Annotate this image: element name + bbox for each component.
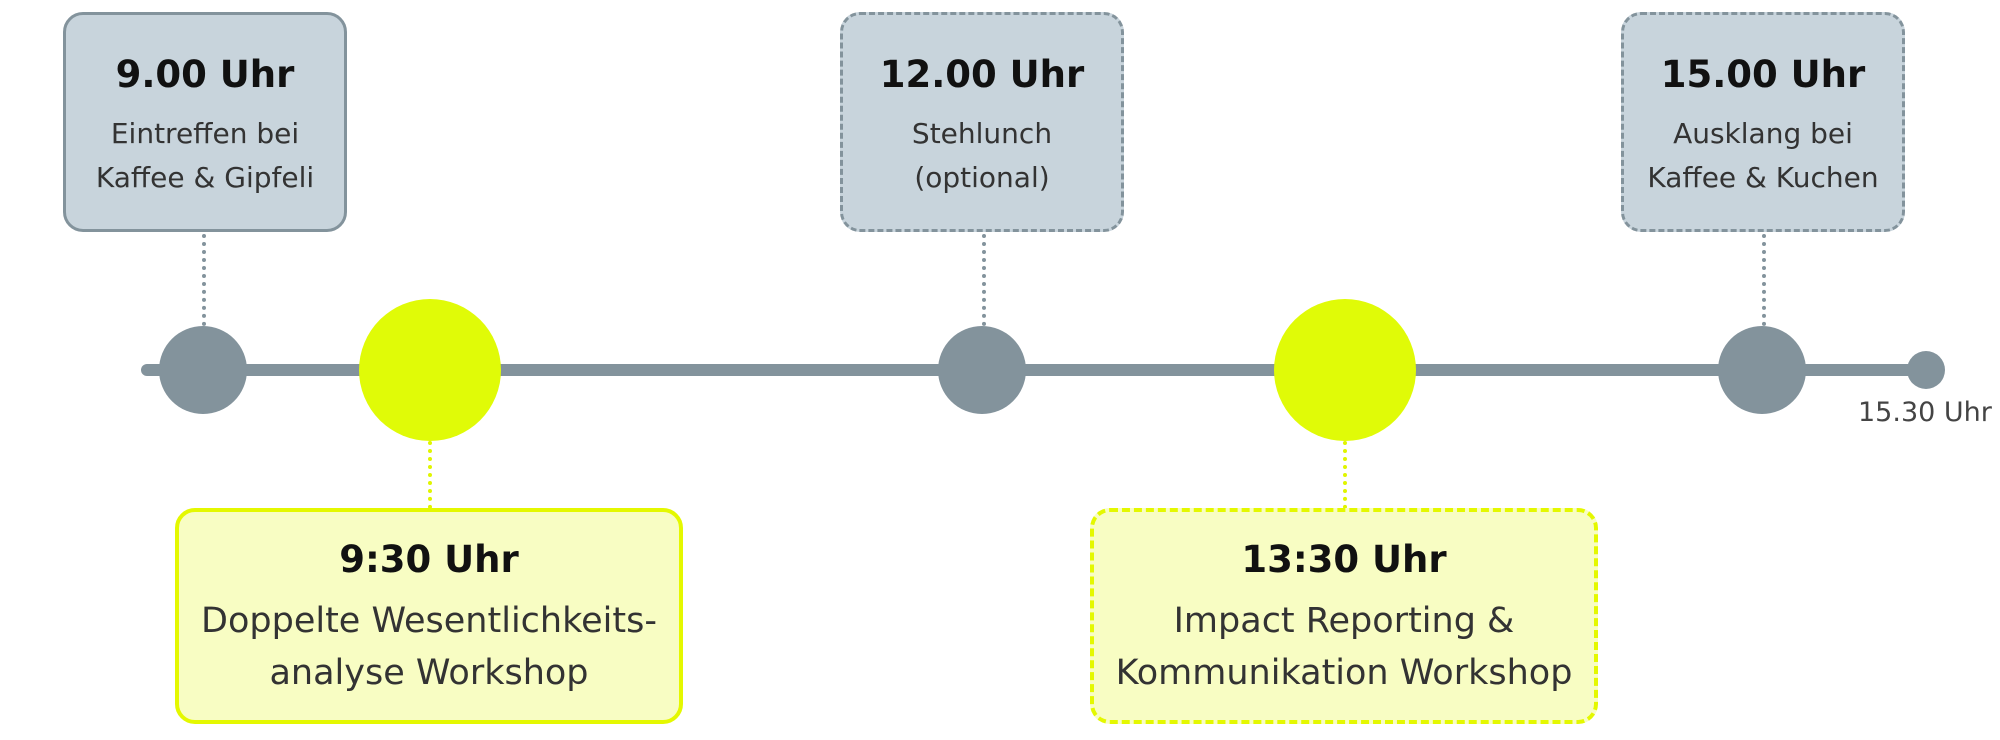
event-time: 12.00 Uhr (879, 53, 1085, 96)
connector-2 (428, 441, 432, 509)
event-time: 15.00 Uhr (1660, 53, 1866, 96)
timeline-dot-1500 (1718, 326, 1806, 414)
connector-4 (1343, 441, 1347, 509)
event-description: Impact Reporting & Kommunikation Worksho… (1115, 601, 1573, 693)
event-description: Stehlunch (optional) (911, 117, 1053, 194)
connector-5 (1762, 234, 1766, 326)
event-time: 13:30 Uhr (1241, 538, 1447, 581)
event-card-1500: 15.00 Uhr Ausklang bei Kaffee & Kuchen (1621, 12, 1905, 232)
timeline-dot-0900 (159, 326, 247, 414)
timeline-dot-1330 (1274, 299, 1416, 441)
end-time-label: 15.30 Uhr (1858, 397, 1992, 428)
event-description: Ausklang bei Kaffee & Kuchen (1647, 117, 1879, 194)
event-card-1200: 12.00 Uhr Stehlunch (optional) (840, 12, 1124, 232)
timeline-end-dot (1907, 351, 1945, 389)
timeline-dot-0930 (359, 299, 501, 441)
event-description: Doppelte Wesentlichkeits- analyse Worksh… (201, 601, 657, 693)
timeline-dot-1200 (938, 326, 1026, 414)
event-card-0900: 9.00 Uhr Eintreffen bei Kaffee & Gipfeli (63, 12, 347, 232)
timeline-line (141, 364, 1927, 376)
event-time: 9.00 Uhr (115, 53, 295, 96)
event-time: 9:30 Uhr (339, 538, 519, 581)
connector-3 (982, 234, 986, 326)
event-card-1330: 13:30 Uhr Impact Reporting & Kommunikati… (1090, 508, 1598, 724)
event-card-0930: 9:30 Uhr Doppelte Wesentlichkeits- analy… (175, 508, 683, 724)
connector-1 (202, 234, 206, 326)
event-description: Eintreffen bei Kaffee & Gipfeli (95, 117, 315, 194)
